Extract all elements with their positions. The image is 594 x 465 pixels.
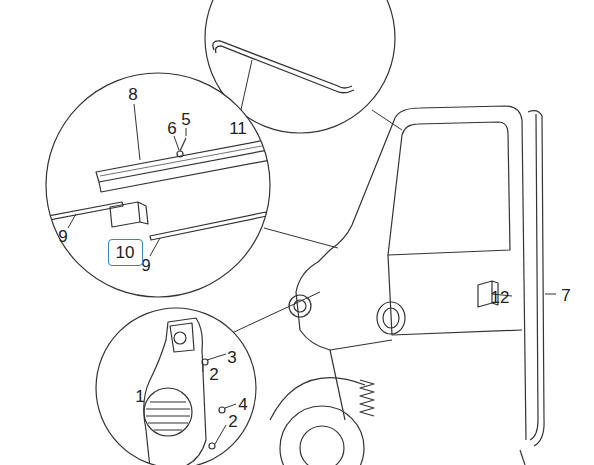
callout-number: 7 <box>561 287 570 304</box>
vehicle-outline <box>270 106 544 465</box>
callout-number: 1 <box>135 388 144 405</box>
callout-number: 5 <box>181 111 190 128</box>
leader-lines <box>232 110 556 333</box>
callout-number: 4 <box>238 396 247 413</box>
callout-number: 6 <box>167 120 176 137</box>
callout-number: 11 <box>229 120 247 137</box>
callout-number: 9 <box>58 228 67 245</box>
inset-door-rail <box>38 73 281 297</box>
callout-number: 10 <box>116 244 135 261</box>
callout-number: 12 <box>491 289 510 306</box>
callout-number: 3 <box>227 349 236 366</box>
callout-number: 2 <box>209 366 218 383</box>
callout-number: 2 <box>228 413 237 430</box>
callout-number: 9 <box>141 257 150 274</box>
highlighted-callout-box: 10 <box>108 239 143 266</box>
callout-number: 8 <box>128 86 137 103</box>
inset-front-grille <box>96 308 256 465</box>
